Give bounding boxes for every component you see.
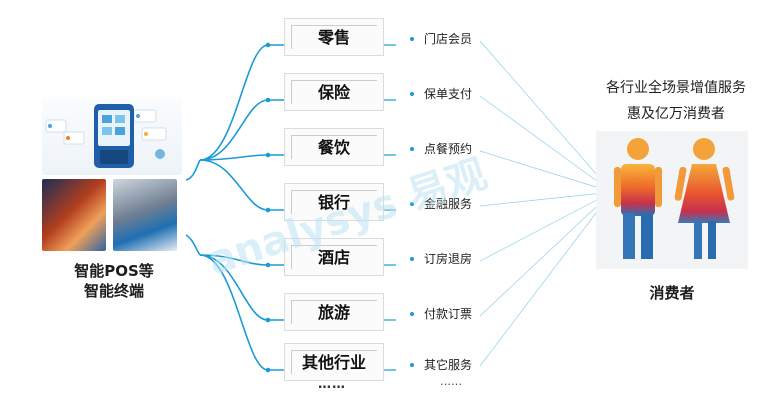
tablet-payment-photo [42,179,106,251]
fan-line [479,40,613,193]
connector-dot [265,42,271,48]
service-label-membership: 门店会员 [424,32,473,46]
connector-dot [265,262,271,268]
connector-branch [199,99,284,161]
industry-box-catering: 餐饮 [284,128,384,166]
connector-branch [199,254,284,321]
industry-label: 保险 [317,83,350,102]
industry-box-retail: 零售 [284,18,384,56]
right-title-line1: 各行业全场景增值服务 [606,80,746,96]
man-icon [614,138,662,259]
connector-dot [265,152,271,158]
connector-trunk [185,234,201,256]
industry-label: 其他行业 [301,353,366,372]
fan-line [479,191,613,207]
industry-label: 银行 [317,193,350,212]
industry-label: 酒店 [317,248,350,267]
industry-label: 旅游 [317,303,350,322]
fan-line [479,150,613,193]
service-bullet [410,312,414,316]
connector-branch [199,159,284,211]
industry-box-insurance: 保险 [284,73,384,111]
connector-dot [265,207,271,213]
industry-ellipsis: …… [318,377,346,392]
fan-line [479,191,613,317]
connector-trunk [185,159,201,181]
industry-box-bank: 银行 [284,183,384,221]
consumer-label: 消费者 [649,284,695,302]
service-label-other: 其它服务 [424,358,473,372]
pos-machine-photo [113,179,177,251]
industry-box-hotel: 酒店 [284,238,384,276]
service-bullet [410,363,414,367]
service-bullet [410,202,414,206]
service-label-ticketing: 付款订票 [424,307,473,321]
fan-line [479,95,613,193]
service-label-booking: 订房退房 [424,252,473,266]
service-label-financial: 金融服务 [424,197,473,211]
industry-box-travel: 旅游 [284,293,384,331]
industry-label: 零售 [317,28,350,47]
consumer-figures [596,131,748,269]
service-bullet [410,92,414,96]
pos-terminal-image [42,98,182,175]
fan-line [479,191,613,262]
left-caption-line1: 智能POS等 [74,262,154,280]
industry-box-other: 其他行业 [284,343,384,381]
connector-dot [265,97,271,103]
woman-icon [674,138,735,259]
service-label-ordering: 点餐预约 [424,142,473,156]
right-title-line2: 惠及亿万消费者 [627,106,725,122]
connector-dot [265,367,271,373]
service-bullet [410,37,414,41]
industry-label: 餐饮 [317,138,350,157]
service-ellipsis: …… [440,375,462,388]
service-bullet [410,147,414,151]
service-label-policy-payment: 保单支付 [424,87,473,101]
connector-dot [265,317,271,323]
fan-line [479,191,613,367]
service-bullet [410,257,414,261]
connector-branch [199,44,284,161]
connector-branch [199,254,284,371]
left-caption-line2: 智能终端 [83,282,144,300]
